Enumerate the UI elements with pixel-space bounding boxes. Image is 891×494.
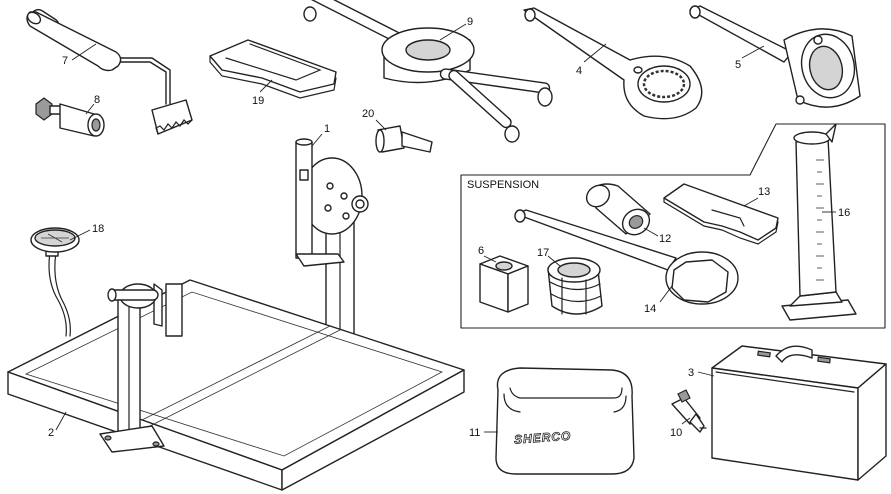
callout-16: 16 [838, 207, 850, 219]
bag-brand-text: SHERCO [514, 429, 572, 447]
tool-10-valve [671, 389, 707, 433]
tool-20-pin [375, 125, 433, 153]
tool-1-engine-stand [295, 138, 369, 341]
callout-9: 9 [467, 16, 473, 28]
tool-14-octagon-wrench [514, 209, 739, 305]
callout-19: 19 [252, 95, 264, 107]
callout-14: 14 [644, 303, 656, 315]
tool-2-tray [7, 279, 465, 491]
callout-13: 13 [758, 186, 770, 198]
tool-13-flat-key [663, 183, 779, 245]
callout-3: 3 [688, 367, 694, 379]
callout-2: 2 [48, 427, 54, 439]
suspension-box: SUSPENSION [460, 123, 886, 329]
tool-19-flat-plate [209, 39, 337, 99]
callout-6: 6 [478, 245, 484, 257]
callout-4: 4 [576, 65, 582, 77]
tool-3-case [711, 345, 887, 481]
callout-5: 5 [735, 59, 741, 71]
tool-7-toothed-handle [26, 8, 193, 135]
tool-18-gauge [30, 227, 80, 337]
callout-8: 8 [94, 94, 100, 106]
callout-12: 12 [659, 233, 671, 245]
tool-16-measuring-cylinder [781, 123, 857, 321]
tool-5-pin-wrench [689, 5, 861, 108]
tool-11-bag: SHERCO [495, 367, 635, 475]
callout-18: 18 [92, 223, 104, 235]
callout-11: 11 [469, 427, 480, 439]
tool-17-spring-collet [547, 257, 603, 315]
tool-9-holder [302, 0, 553, 143]
callout-20: 20 [362, 108, 374, 120]
tool-6-block [479, 255, 529, 313]
tool-8-adapter [35, 97, 105, 137]
callout-17: 17 [537, 247, 549, 259]
callout-10: 10 [670, 427, 682, 439]
tool-4-wrench [523, 7, 703, 120]
callout-7: 7 [62, 55, 68, 67]
tool-12-socket [585, 183, 651, 236]
part-callouts: 7 8 19 9 20 4 5 1 18 2 12 13 16 6 17 14 [48, 16, 850, 439]
suspension-box-title: SUSPENSION [467, 179, 539, 191]
callout-1: 1 [324, 123, 330, 135]
